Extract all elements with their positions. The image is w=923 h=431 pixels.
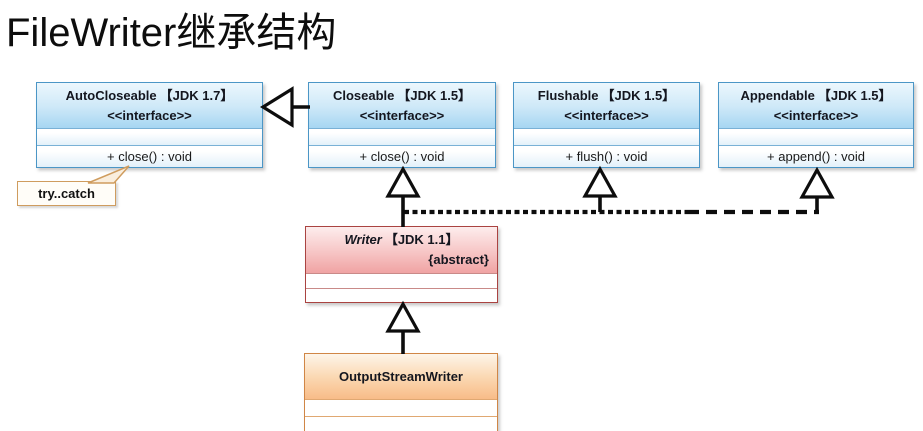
class-stereotype: <<interface>> xyxy=(359,107,445,123)
class-header: Appendable【JDK 1.5】 <<interface>> xyxy=(719,83,913,128)
class-box-appendable: Appendable【JDK 1.5】 <<interface>> + appe… xyxy=(718,82,914,168)
class-name: Flushable xyxy=(537,88,599,103)
method-flush: + flush() : void xyxy=(514,145,699,167)
class-name: OutputStreamWriter xyxy=(339,368,463,384)
methods-compartment xyxy=(306,288,497,302)
attributes-compartment xyxy=(305,399,497,416)
attributes-compartment xyxy=(37,128,262,145)
hollow-triangle-icon xyxy=(259,86,294,128)
hollow-triangle-icon xyxy=(385,165,421,198)
class-name: AutoCloseable xyxy=(65,88,157,103)
class-header: Flushable【JDK 1.5】 <<interface>> xyxy=(514,83,699,128)
realization-writer-to-appendable xyxy=(799,166,835,212)
class-box-autocloseable: AutoCloseable【JDK 1.7】 <<interface>> + c… xyxy=(36,82,263,168)
class-box-outputstreamwriter: OutputStreamWriter xyxy=(304,353,498,431)
class-name: Writer xyxy=(344,232,382,247)
class-box-flushable: Flushable【JDK 1.5】 <<interface>> + flush… xyxy=(513,82,700,168)
class-jdk-tag: 【JDK 1.7】 xyxy=(159,88,234,103)
class-jdk-tag: 【JDK 1.5】 xyxy=(397,88,472,103)
generalization-closeable-to-autocloseable xyxy=(259,86,310,128)
method-close: + close() : void xyxy=(309,145,495,167)
class-box-closeable: Closeable【JDK 1.5】 <<interface>> + close… xyxy=(308,82,496,168)
generalization-outputstreamwriter-to-writer xyxy=(385,300,421,354)
method-close: + close() : void xyxy=(37,145,262,167)
attributes-compartment xyxy=(306,273,497,288)
class-stereotype: <<interface>> xyxy=(773,107,859,123)
class-header: OutputStreamWriter xyxy=(305,354,497,399)
class-stereotype: <<interface>> xyxy=(107,107,192,123)
hollow-triangle-icon xyxy=(385,300,421,333)
class-header: AutoCloseable【JDK 1.7】 <<interface>> xyxy=(37,83,262,128)
methods-compartment xyxy=(305,416,497,431)
attributes-compartment xyxy=(514,128,699,145)
hollow-triangle-icon xyxy=(799,166,835,199)
note-try-catch: try..catch xyxy=(17,181,116,206)
class-header: Writer【JDK 1.1】 {abstract} xyxy=(306,227,497,273)
abstract-modifier: {abstract} xyxy=(428,251,489,267)
class-box-writer: Writer【JDK 1.1】 {abstract} xyxy=(305,226,498,303)
realization-writer-to-closeable xyxy=(385,165,421,227)
class-stereotype: <<interface>> xyxy=(564,107,649,123)
attributes-compartment xyxy=(309,128,495,145)
realization-writer-to-flushable xyxy=(582,165,618,212)
class-name: Appendable xyxy=(740,88,815,103)
hollow-triangle-icon xyxy=(582,165,618,198)
class-jdk-tag: 【JDK 1.5】 xyxy=(817,88,892,103)
method-append: + append() : void xyxy=(719,145,913,167)
attributes-compartment xyxy=(719,128,913,145)
class-header: Closeable【JDK 1.5】 <<interface>> xyxy=(309,83,495,128)
class-name: Closeable xyxy=(332,88,395,103)
class-jdk-tag: 【JDK 1.1】 xyxy=(384,232,459,247)
page-title: FileWriter继承结构 xyxy=(6,11,337,55)
class-jdk-tag: 【JDK 1.5】 xyxy=(601,88,676,103)
